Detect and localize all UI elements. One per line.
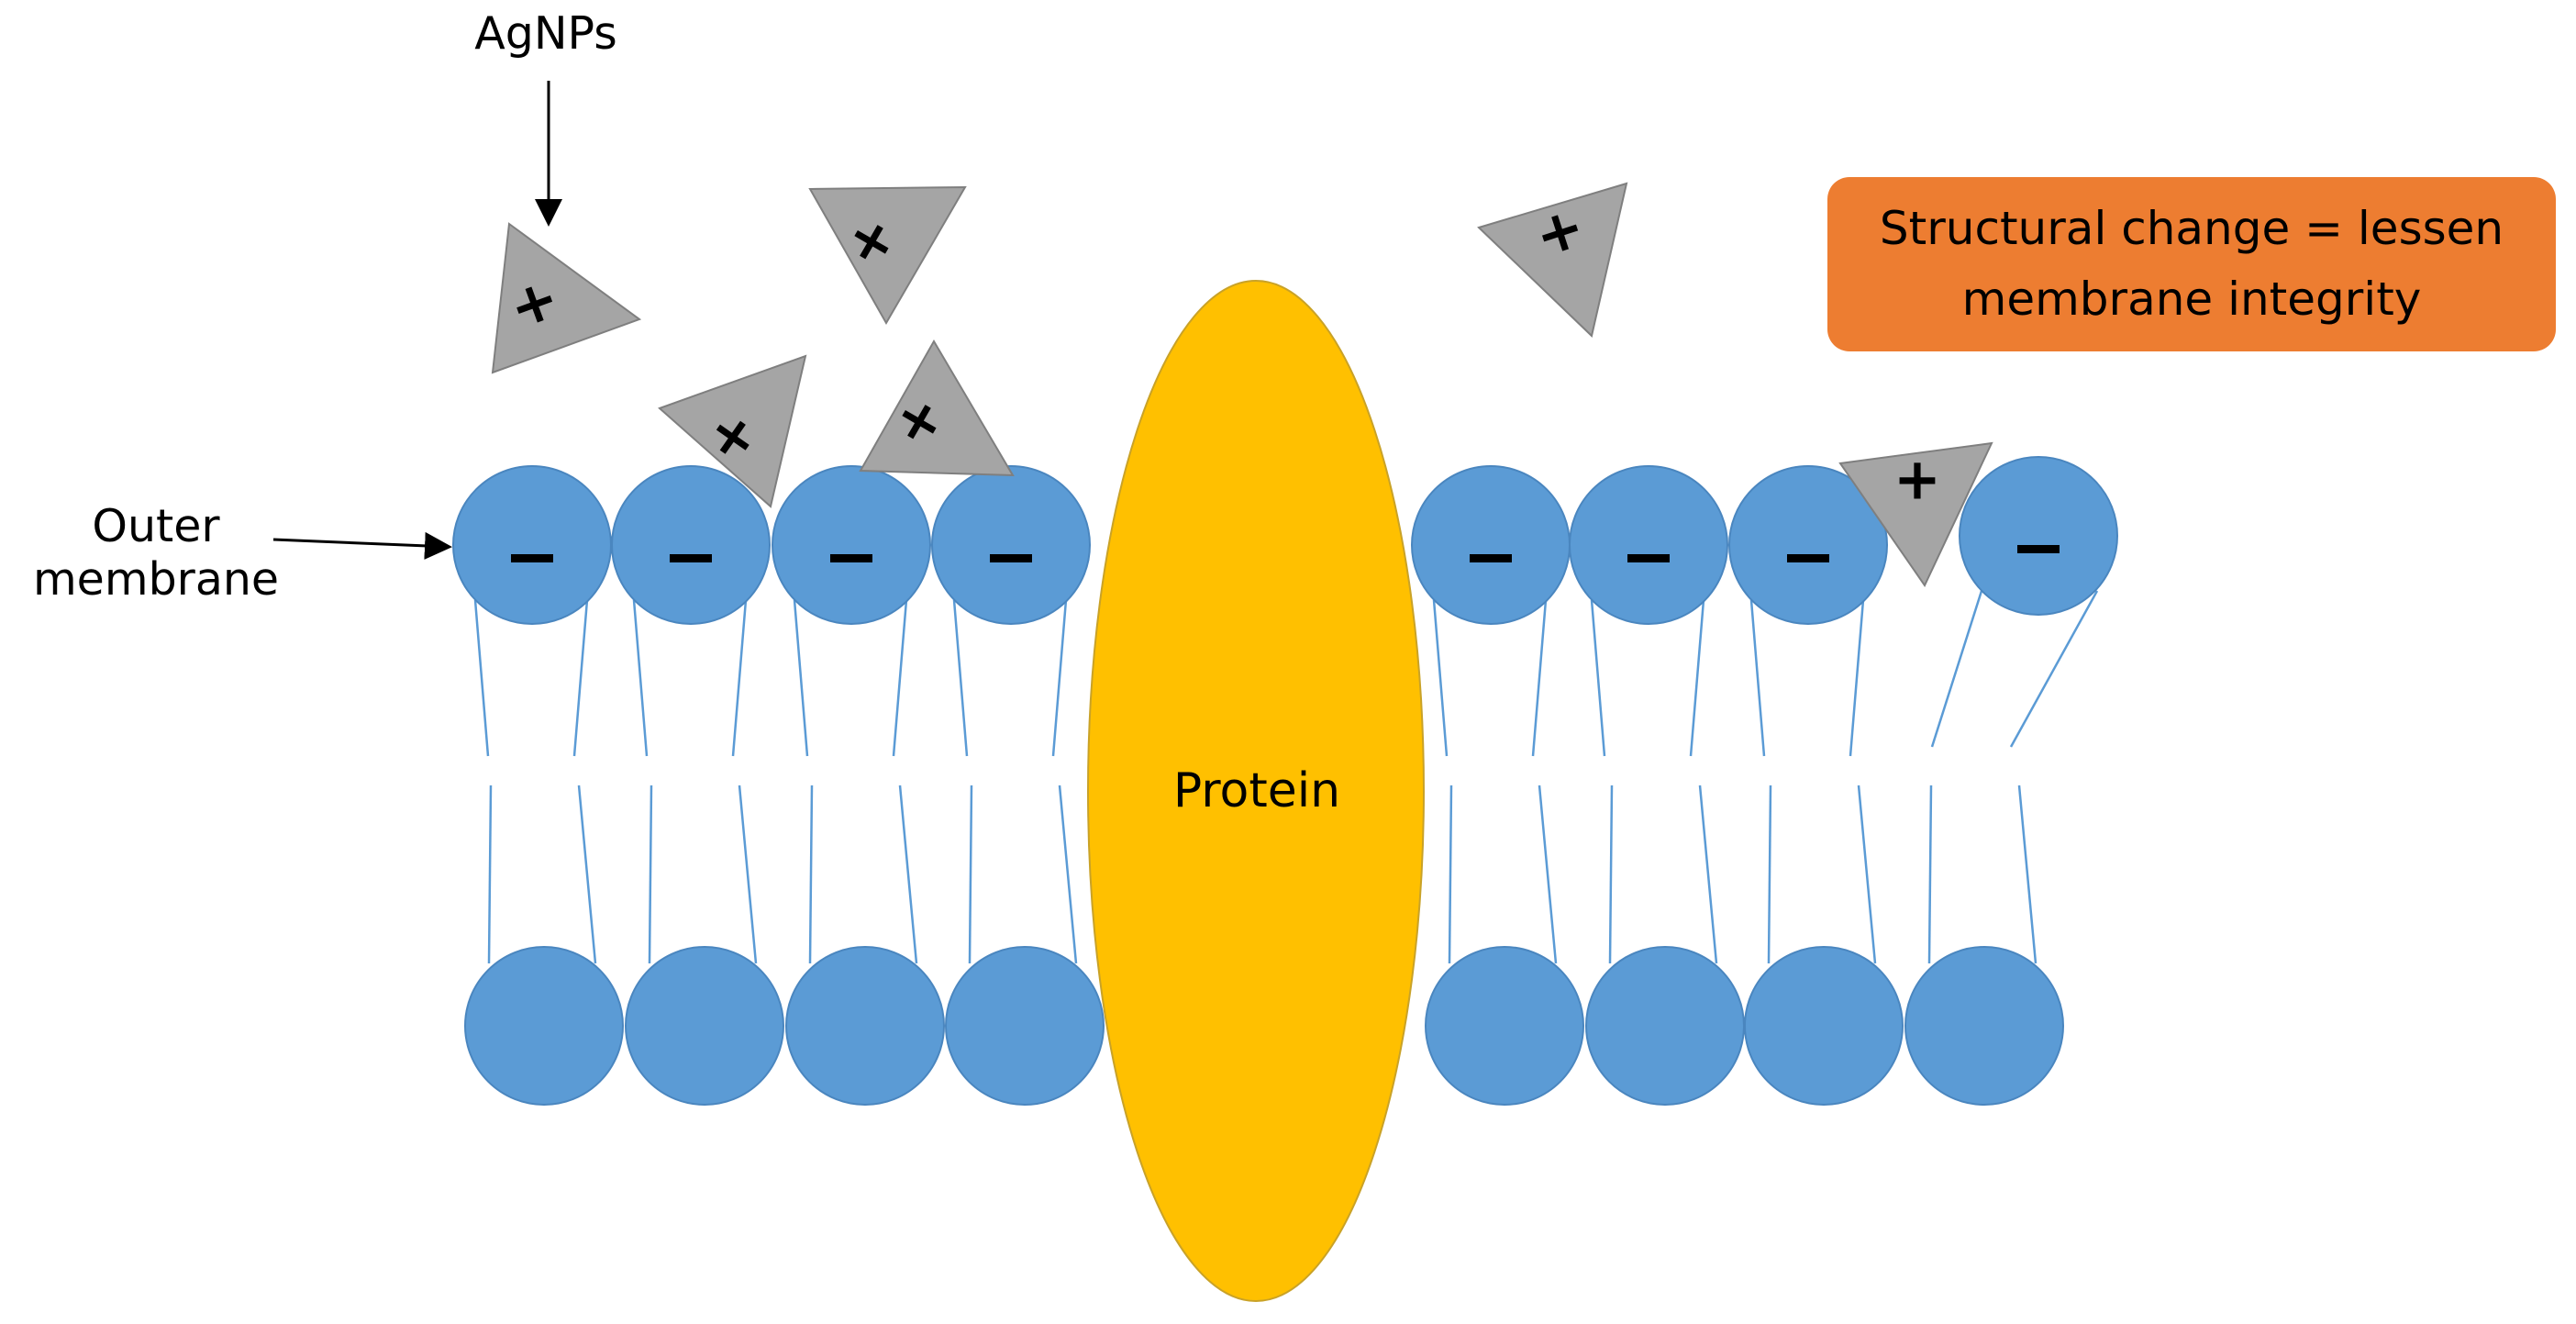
outer-head-3 xyxy=(772,465,931,625)
lipid-tail-upper-a-1 xyxy=(632,599,649,757)
agnp-2 xyxy=(808,185,967,326)
outer-head-6-negative-charge xyxy=(1627,554,1670,562)
inner-head-1 xyxy=(464,946,624,1106)
lipid-tail-lower-b-7 xyxy=(2017,784,2037,964)
outer-head-1-negative-charge xyxy=(511,554,553,562)
lipid-tail-upper-b-0 xyxy=(572,599,589,757)
lipid-tail-upper-b-5 xyxy=(1689,599,1705,757)
outer-head-1 xyxy=(452,465,612,625)
protein-label: Protein xyxy=(1172,763,1341,818)
phospholipid-tails xyxy=(473,590,2099,964)
lipid-tail-lower-a-6 xyxy=(1767,784,1772,964)
agnp-1 xyxy=(491,222,642,374)
lipid-tail-upper-b-2 xyxy=(892,599,908,757)
lipid-tail-lower-a-4 xyxy=(1448,784,1453,964)
lipid-tail-upper-b-1 xyxy=(731,599,748,757)
lipid-tail-lower-a-7 xyxy=(1927,784,1933,964)
lipid-tail-upper-a-5 xyxy=(1590,599,1606,757)
lipid-tail-upper-b-6 xyxy=(1849,599,1865,757)
outer-head-4-negative-charge xyxy=(990,554,1032,562)
outer-head-8 xyxy=(1959,456,2118,616)
inner-leaflet-heads xyxy=(464,946,2064,1106)
lipid-tail-lower-a-3 xyxy=(968,784,973,964)
outer-head-7 xyxy=(1728,465,1888,625)
agnps-label: AgNPs xyxy=(474,7,617,60)
agnp-5 xyxy=(1477,182,1628,338)
outer-head-4 xyxy=(931,465,1091,625)
inner-head-5 xyxy=(1425,946,1584,1106)
inner-head-2 xyxy=(625,946,784,1106)
lipid-tail-upper-a-7 xyxy=(1930,590,1983,748)
lipid-tail-upper-b-4 xyxy=(1531,599,1548,757)
lipid-tail-lower-a-2 xyxy=(808,784,814,964)
inner-head-7 xyxy=(1744,946,1904,1106)
outer-head-3-negative-charge xyxy=(830,554,872,562)
membrane-protein xyxy=(1087,280,1425,1302)
outer-membrane-pointer-arrow xyxy=(272,531,452,560)
lipid-tail-upper-a-0 xyxy=(473,599,490,757)
lipid-tail-upper-a-2 xyxy=(793,599,809,757)
agnp-3 xyxy=(658,354,807,508)
lipid-tail-upper-b-7 xyxy=(2009,590,2099,748)
lipid-tail-lower-b-4 xyxy=(1538,784,1558,964)
outer-head-2-negative-charge xyxy=(670,554,712,562)
inner-head-6 xyxy=(1585,946,1745,1106)
agnp-6-positive-charge: + xyxy=(1893,446,1941,513)
inner-head-8 xyxy=(1904,946,2064,1106)
lipid-tail-lower-b-3 xyxy=(1058,784,1078,964)
outer-head-6 xyxy=(1569,465,1728,625)
lipid-tail-lower-b-0 xyxy=(577,784,597,964)
lipid-tail-upper-b-3 xyxy=(1051,599,1068,757)
lipid-tail-upper-a-4 xyxy=(1432,599,1449,757)
lipid-tail-lower-b-2 xyxy=(898,784,918,964)
outer-head-2 xyxy=(611,465,771,625)
lipid-tail-lower-b-6 xyxy=(1857,784,1877,964)
lipid-tail-lower-a-1 xyxy=(648,784,653,964)
outer-leaflet-heads xyxy=(452,456,2118,625)
outer-head-7-negative-charge xyxy=(1787,554,1829,562)
lipid-tail-lower-a-0 xyxy=(487,784,493,964)
outer-head-8-negative-charge xyxy=(2017,545,2060,553)
outer-head-5 xyxy=(1411,465,1571,625)
outer-head-5-negative-charge xyxy=(1470,554,1512,562)
callout-text: Structural change = lessen membrane inte… xyxy=(1879,201,2504,327)
lipid-tail-lower-a-5 xyxy=(1608,784,1614,964)
agnp-6 xyxy=(1838,441,1993,587)
lipid-tail-lower-b-1 xyxy=(738,784,758,964)
outer-membrane-label: Outer membrane xyxy=(32,500,280,606)
silver-nanoparticles: ++++++ xyxy=(491,182,1993,587)
agnp-4 xyxy=(859,339,1015,477)
lipid-tail-upper-a-6 xyxy=(1749,599,1766,757)
lipid-tail-upper-a-3 xyxy=(952,599,969,757)
lipid-tail-lower-b-5 xyxy=(1698,784,1718,964)
structural-change-callout: Structural change = lessen membrane inte… xyxy=(1827,177,2556,351)
inner-head-3 xyxy=(785,946,945,1106)
inner-head-4 xyxy=(945,946,1105,1106)
